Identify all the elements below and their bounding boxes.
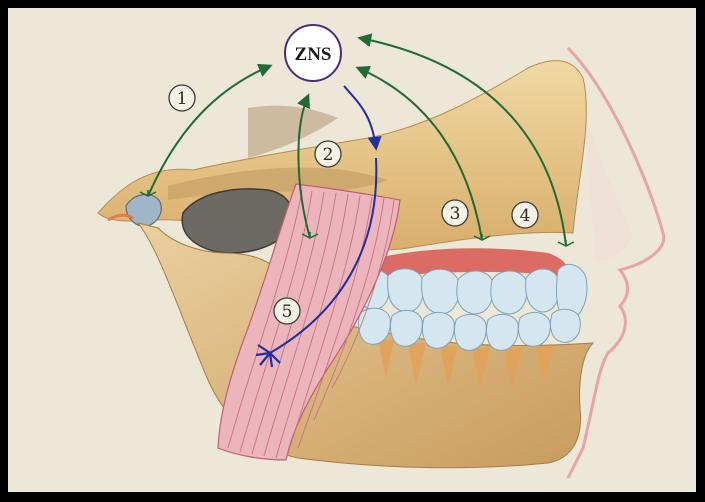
badge-4-label: 4 <box>520 206 531 226</box>
badge-4: 4 <box>512 202 538 228</box>
badge-3: 3 <box>442 200 468 226</box>
badge-1-label: 1 <box>177 89 188 109</box>
badge-5-label: 5 <box>282 302 293 322</box>
badge-5: 5 <box>274 298 300 324</box>
badge-1: 1 <box>169 85 195 111</box>
badge-2: 2 <box>315 141 341 167</box>
badge-3-label: 3 <box>450 204 461 224</box>
anatomy-illustration: ZNS 1 2 3 4 5 <box>8 8 696 492</box>
badge-2-label: 2 <box>323 145 334 165</box>
zns-label: ZNS <box>295 44 332 65</box>
zns-node: ZNS <box>285 25 341 81</box>
